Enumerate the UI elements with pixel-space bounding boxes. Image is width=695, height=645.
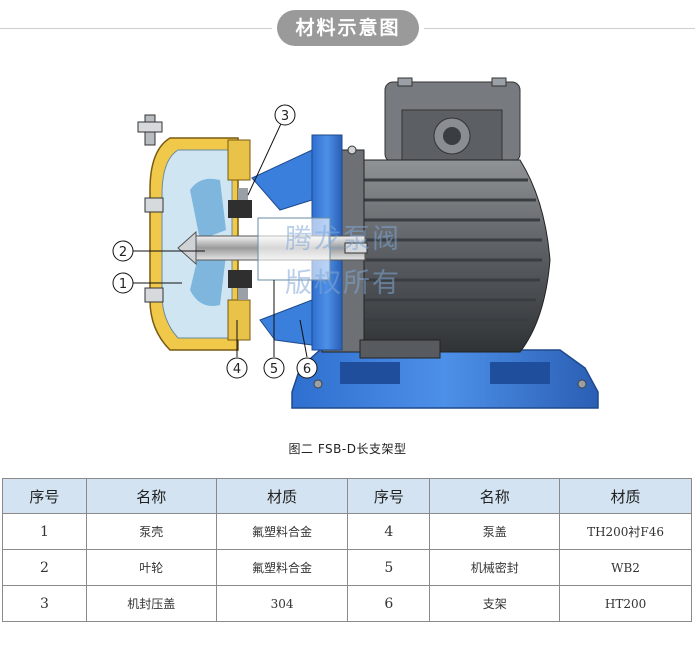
coupling-housing <box>257 217 331 281</box>
header-material: 材质 <box>559 478 692 514</box>
callout-4: 4 <box>226 357 248 379</box>
table-cell: 泵壳 <box>85 513 217 550</box>
table-row: 1 泵壳 氟塑料合金 4 泵盖 TH200衬F46 <box>2 513 692 550</box>
table-cell: 5 <box>347 549 431 586</box>
callout-6: 6 <box>296 357 318 379</box>
watermark-line-1: 腾龙泵阀 <box>285 224 401 255</box>
table-cell: 支架 <box>429 585 561 622</box>
table-cell: 机封压盖 <box>85 585 217 622</box>
table-cell: HT200 <box>559 585 692 622</box>
table-cell: 304 <box>215 585 349 622</box>
header-index: 序号 <box>347 478 431 514</box>
callout-5: 5 <box>263 357 285 379</box>
svg-text:4: 4 <box>233 362 241 377</box>
materials-table: 序号 名称 材质 序号 名称 材质 1 泵壳 氟塑料合金 4 泵盖 TH200衬… <box>2 478 692 622</box>
section-title-badge: 材料示意图 <box>277 10 419 46</box>
table-cell: WB2 <box>559 549 692 586</box>
table-header-row: 序号 名称 材质 序号 名称 材质 <box>2 478 692 514</box>
table-cell: 4 <box>347 513 431 550</box>
table-cell: 叶轮 <box>85 549 217 586</box>
table-cell: 泵盖 <box>429 513 561 550</box>
mechanical-seal <box>228 188 252 300</box>
pump-cross-section-diagram: 腾龙泵阀 版权所有 3 2 1 4 5 6 <box>112 77 599 409</box>
svg-text:1: 1 <box>119 277 127 292</box>
table-cell: 2 <box>2 549 87 586</box>
table-cell: 3 <box>2 585 87 622</box>
table-cell: TH200衬F46 <box>559 513 692 550</box>
callout-2: 2 <box>112 240 134 262</box>
pump-casing <box>137 114 251 351</box>
table-row: 3 机封压盖 304 6 支架 HT200 <box>2 585 692 622</box>
svg-text:2: 2 <box>119 245 127 260</box>
table-cell: 机械密封 <box>429 549 561 586</box>
header-material: 材质 <box>215 478 349 514</box>
svg-text:5: 5 <box>270 362 278 377</box>
svg-text:6: 6 <box>303 362 311 377</box>
header-index: 序号 <box>2 478 87 514</box>
callout-leaders <box>133 114 308 358</box>
table-cell: 1 <box>2 513 87 550</box>
table-cell: 氟塑料合金 <box>215 549 349 586</box>
table-cell: 6 <box>347 585 431 622</box>
table-row: 2 叶轮 氟塑料合金 5 机械密封 WB2 <box>2 549 692 586</box>
watermark-line-2: 版权所有 <box>285 268 401 299</box>
figure-caption: 图二 FSB-D长支架型 <box>288 442 407 456</box>
header-name: 名称 <box>429 478 561 514</box>
table-cell: 氟塑料合金 <box>215 513 349 550</box>
section-title: 材料示意图 <box>295 17 401 39</box>
motor-body <box>321 77 551 359</box>
svg-text:3: 3 <box>281 109 289 124</box>
callout-3: 3 <box>274 104 296 126</box>
callout-1: 1 <box>112 272 134 294</box>
motor-base <box>291 349 599 409</box>
header-name: 名称 <box>85 478 217 514</box>
